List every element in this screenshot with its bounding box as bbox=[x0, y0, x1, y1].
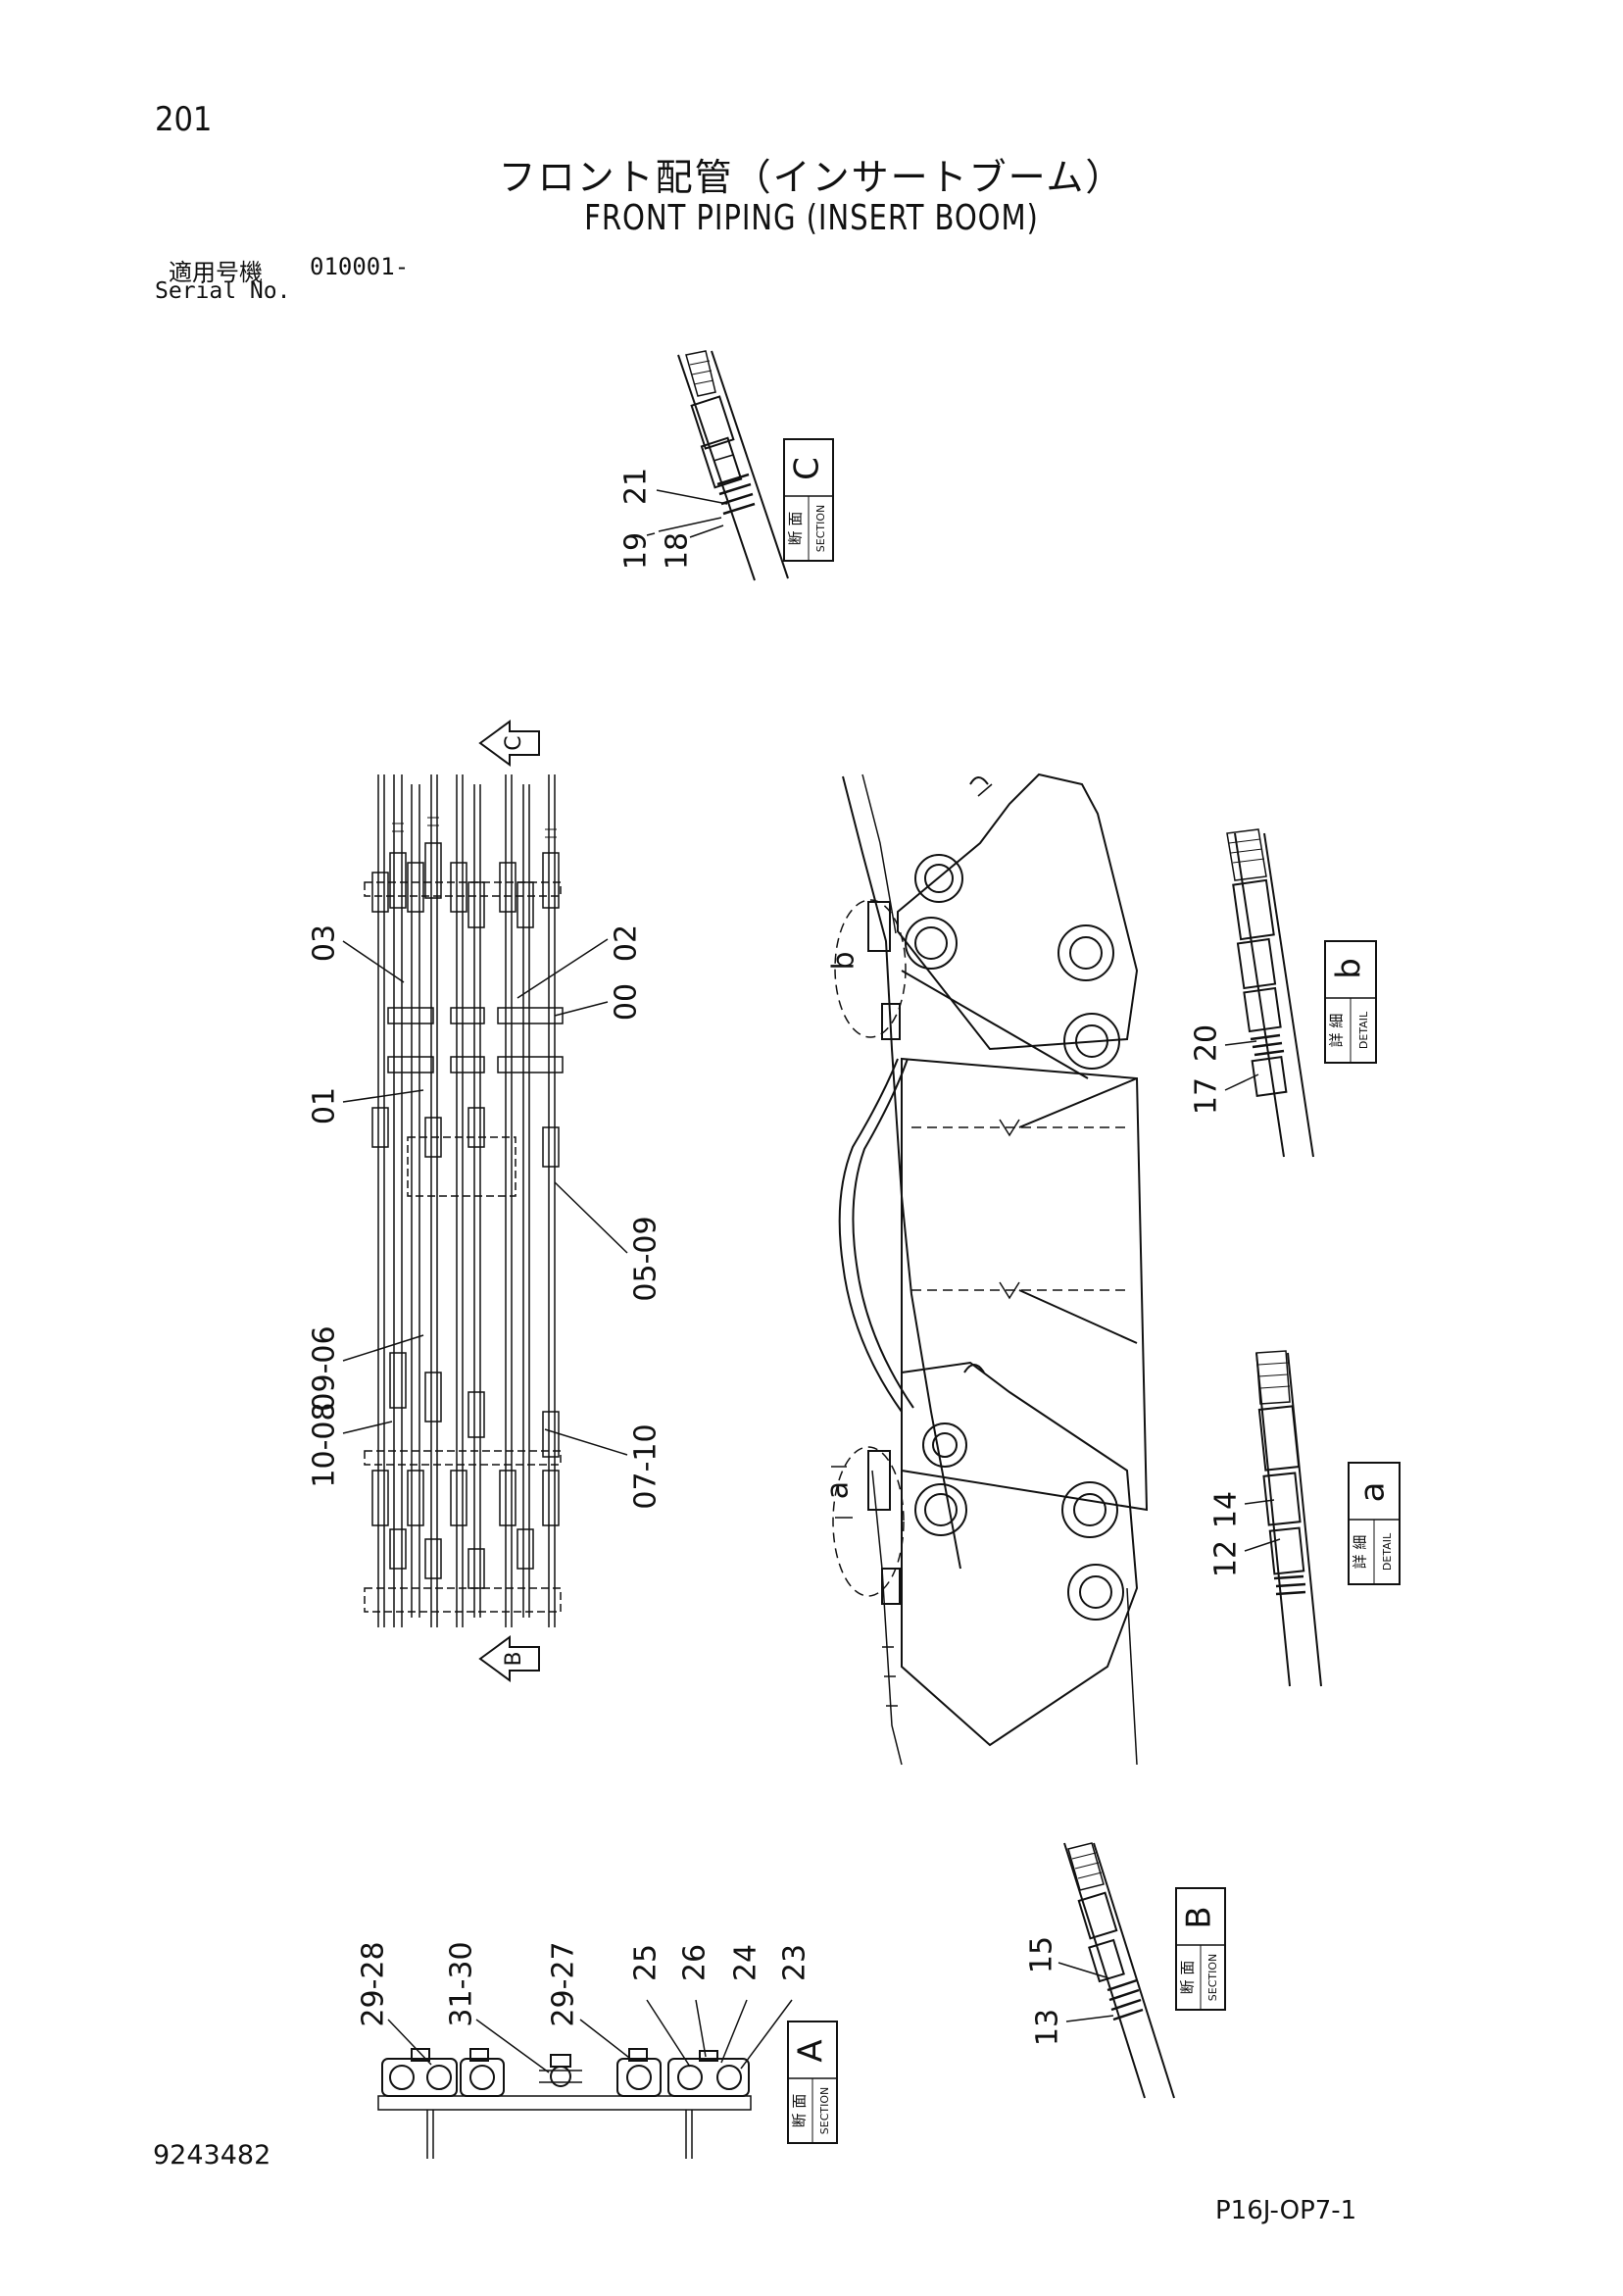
serial-value: 010001- bbox=[310, 253, 410, 280]
section-mark-b-letter: B bbox=[502, 1651, 526, 1666]
section-c-letter: C bbox=[788, 457, 827, 480]
detail-a-en: DETAIL bbox=[1381, 1532, 1394, 1571]
section-b-jp: 断 面 bbox=[1179, 1961, 1197, 1995]
section-b-box: B 断 面 SECTION bbox=[1175, 1887, 1226, 2011]
callout-10-08: 10-08 bbox=[308, 1402, 342, 1487]
callout-02: 02 bbox=[610, 924, 644, 962]
section-c-en: SECTION bbox=[814, 505, 827, 552]
section-mark-b: B bbox=[478, 1635, 540, 1682]
callout-26: 26 bbox=[678, 1944, 713, 1981]
callout-21: 21 bbox=[619, 468, 654, 505]
callout-25: 25 bbox=[629, 1944, 664, 1981]
section-c-jp: 断 面 bbox=[787, 512, 805, 546]
callout-19: 19 bbox=[619, 532, 654, 570]
section-b-en: SECTION bbox=[1206, 1954, 1219, 2001]
detail-b-jp: 詳 細 bbox=[1328, 1014, 1346, 1048]
section-a-jp: 断 面 bbox=[791, 2094, 809, 2128]
section-b-view: B 断 面 SECTION 15 13 bbox=[1025, 1842, 1226, 2099]
callout-13: 13 bbox=[1031, 2009, 1065, 2046]
detail-b-en: DETAIL bbox=[1357, 1011, 1370, 1049]
callout-29-28: 29-28 bbox=[357, 1941, 391, 2026]
callout-07-10: 07-10 bbox=[629, 1423, 664, 1509]
callout-00: 00 bbox=[610, 983, 644, 1021]
page-title-jp: フロント配管（インサートブーム） bbox=[498, 156, 1125, 199]
callout-09-06: 09-06 bbox=[308, 1325, 342, 1411]
section-mark-c: C bbox=[478, 720, 540, 767]
detail-b-letter: b bbox=[1330, 958, 1369, 979]
doc-number: 9243482 bbox=[153, 2140, 271, 2171]
detail-mark-a: a bbox=[821, 1481, 856, 1499]
section-a-letter: A bbox=[792, 2039, 831, 2062]
detail-a-letter: a bbox=[1353, 1482, 1393, 1503]
callout-31-30: 31-30 bbox=[445, 1941, 479, 2026]
callout-23: 23 bbox=[778, 1944, 812, 1981]
detail-a-jp: 詳 細 bbox=[1352, 1535, 1369, 1570]
detail-b-box: b 詳 細 DETAIL bbox=[1324, 940, 1377, 1064]
callout-15: 15 bbox=[1025, 1936, 1059, 1973]
detail-b-view: b 詳 細 DETAIL 20 17 bbox=[1190, 828, 1377, 1158]
callout-05-09: 05-09 bbox=[629, 1216, 664, 1301]
callout-29-27: 29-27 bbox=[547, 1941, 581, 2026]
serial-label-en: Serial No. bbox=[155, 278, 291, 304]
callout-03: 03 bbox=[308, 924, 342, 962]
callout-24: 24 bbox=[729, 1944, 763, 1981]
page-number: 201 bbox=[155, 100, 213, 139]
boom-side-view: b a bbox=[821, 773, 1149, 1766]
detail-a-box: a 詳 細 DETAIL bbox=[1348, 1462, 1401, 1585]
section-a-en: SECTION bbox=[818, 2087, 831, 2134]
page-title-en: FRONT PIPING (INSERT BOOM) bbox=[584, 198, 1039, 238]
main-piping-view: C B bbox=[308, 720, 664, 1682]
callout-14: 14 bbox=[1209, 1491, 1244, 1528]
section-mark-c-letter: C bbox=[502, 735, 526, 750]
section-a-box: A 断 面 SECTION bbox=[787, 2021, 838, 2144]
callout-18: 18 bbox=[661, 532, 695, 570]
detail-mark-b: b bbox=[827, 951, 861, 970]
serial-label-jp: 適用号機 bbox=[169, 259, 263, 286]
section-b-letter: B bbox=[1180, 1906, 1219, 1928]
callout-20: 20 bbox=[1190, 1024, 1224, 1062]
callout-12: 12 bbox=[1209, 1540, 1244, 1577]
section-c-box: C 断 面 SECTION bbox=[783, 438, 834, 562]
section-a-view: A 断 面 SECTION 29-28 31-30 29-27 25 26 24… bbox=[357, 1941, 838, 2159]
section-c-view: C 断 面 SECTION 21 19 18 bbox=[619, 350, 834, 581]
callout-17: 17 bbox=[1190, 1077, 1224, 1115]
callout-01: 01 bbox=[308, 1087, 342, 1124]
page-code: P16J-OP7-1 bbox=[1215, 2196, 1357, 2225]
detail-a-view: a 詳 細 DETAIL 14 12 bbox=[1209, 1350, 1401, 1687]
